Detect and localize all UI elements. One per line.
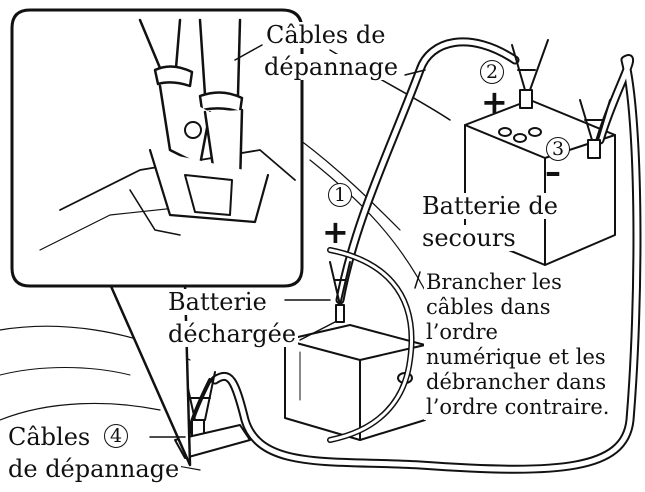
label-cables-top-line1: Câbles de [264, 21, 388, 49]
note-line: Brancher les [424, 270, 612, 295]
minus-sign-booster: – [545, 153, 561, 191]
label-booster-battery-line1: Batterie de [420, 192, 560, 220]
note-line: câbles dans [424, 295, 612, 320]
note-line: l’ordre [424, 320, 612, 345]
note-line: l’ordre contraire. [424, 395, 612, 420]
label-cables-top-line2: dépannage [262, 53, 401, 81]
plus-sign-discharged: + [322, 213, 349, 251]
step-3-marker: 3 [546, 137, 570, 161]
connection-order-note: Brancher les câbles dans l’ordre numériq… [424, 270, 612, 420]
step-2-marker: 2 [480, 60, 504, 84]
step-4-marker: 4 [104, 424, 128, 448]
plus-sign-booster: + [481, 83, 508, 121]
label-discharged-battery-line2: déchargée [166, 320, 299, 348]
step-1-marker: 1 [328, 183, 352, 207]
note-line: numérique et les [424, 345, 612, 370]
label-discharged-battery-line1: Batterie [166, 288, 269, 316]
note-line: débrancher dans [424, 370, 612, 395]
label-cables-bottom-line1: Câbles [6, 423, 93, 451]
label-booster-battery-line2: secours [420, 224, 518, 252]
label-cables-bottom-line2: de dépannage [6, 455, 182, 483]
